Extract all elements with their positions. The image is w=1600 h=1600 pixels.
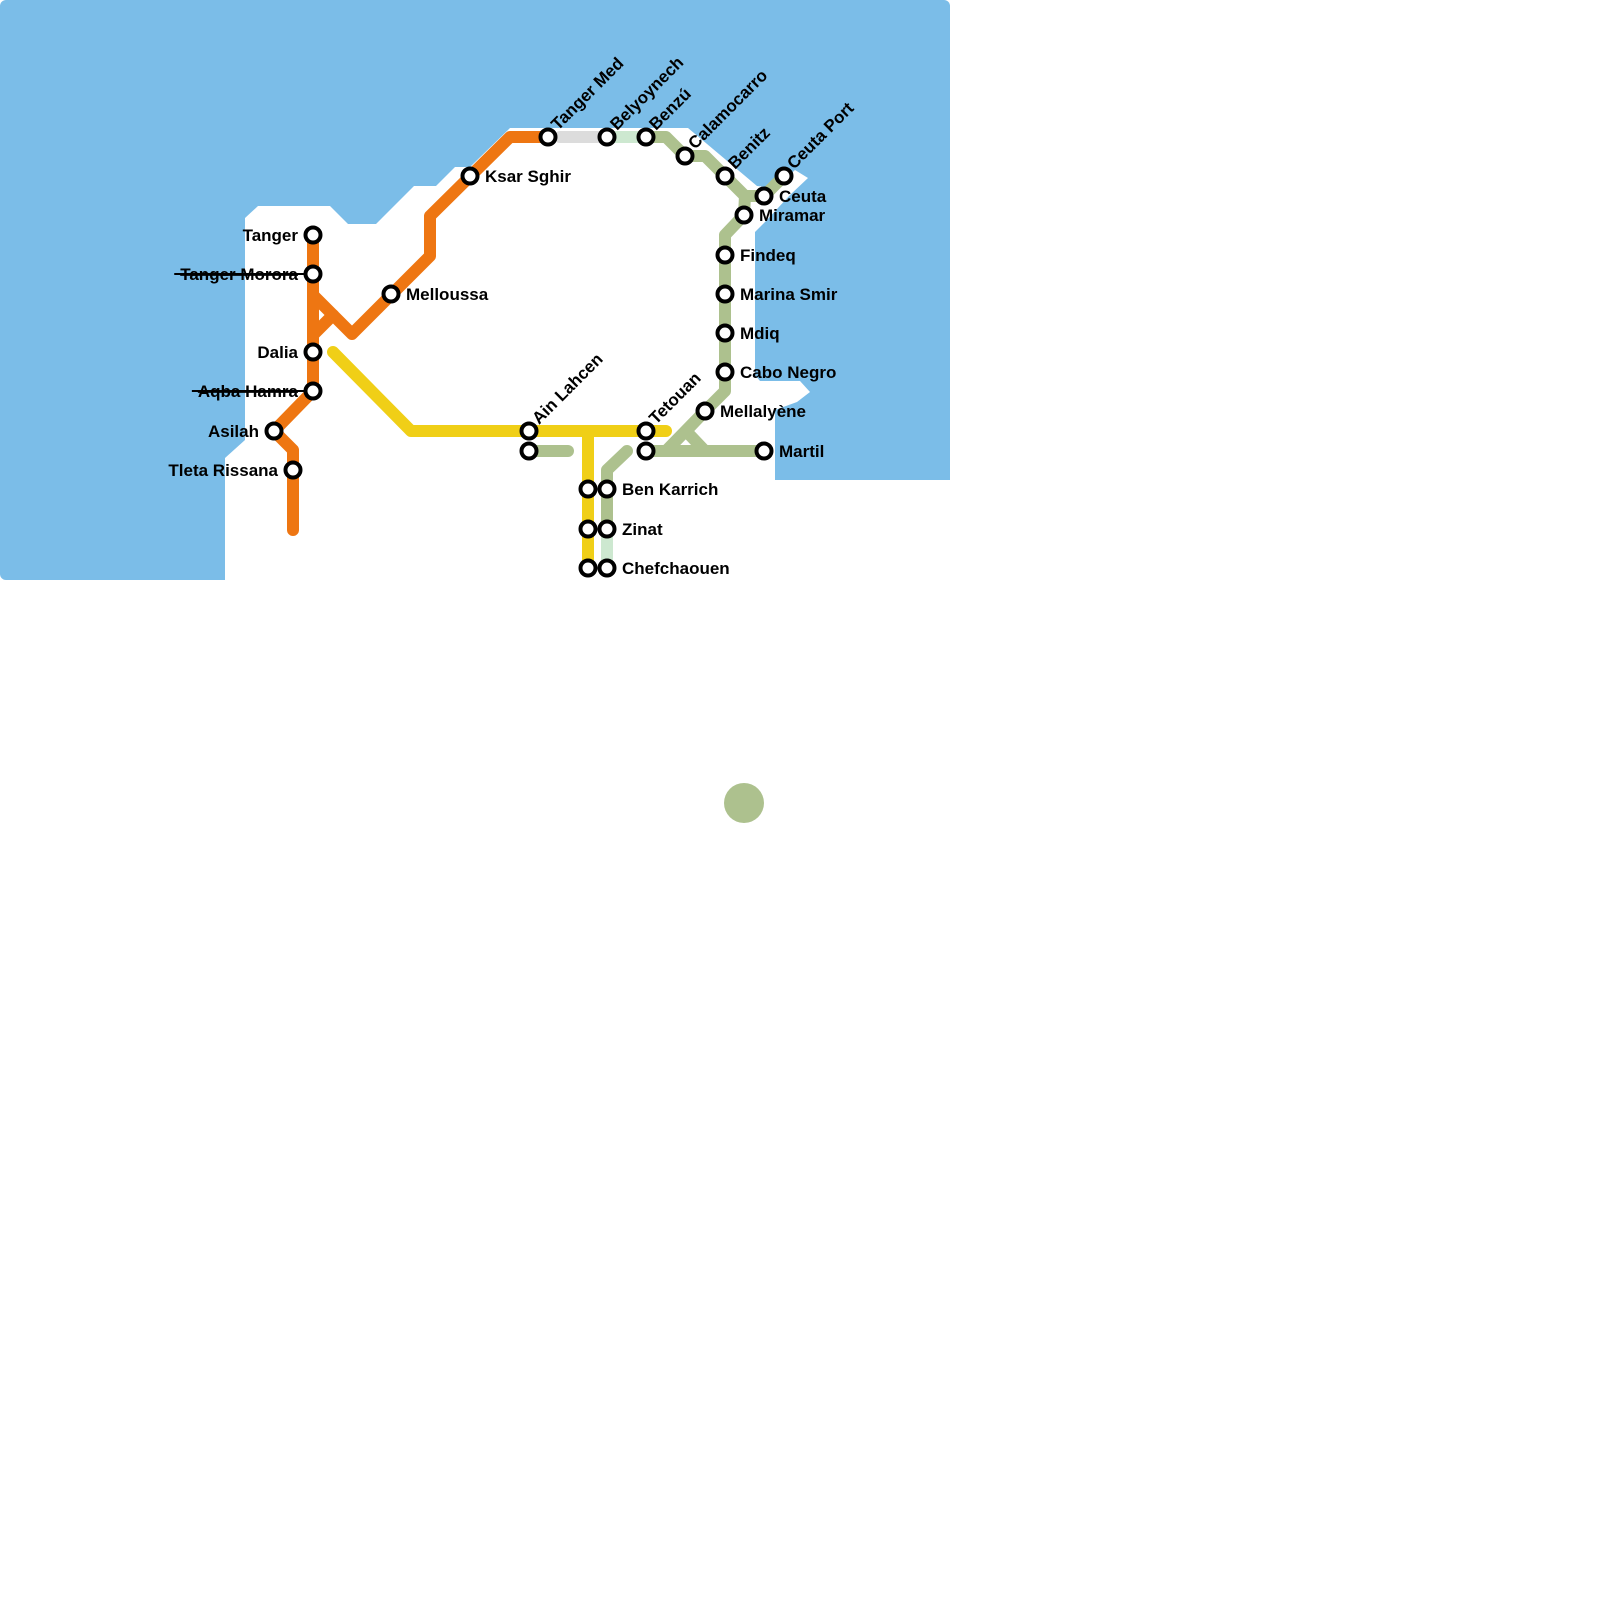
station-marker[interactable]	[303, 342, 323, 362]
station-marker[interactable]	[597, 519, 617, 539]
station-marker[interactable]	[636, 441, 656, 461]
station[interactable]: Zinat	[578, 519, 663, 539]
station-marker[interactable]	[715, 362, 735, 382]
legend-dot	[724, 783, 764, 823]
station[interactable]: Dalia	[257, 342, 323, 362]
station-marker[interactable]	[460, 166, 480, 186]
station[interactable]: Miramar	[734, 205, 826, 225]
station-marker[interactable]	[715, 245, 735, 265]
line-orange-link	[307, 309, 339, 341]
station-marker[interactable]	[675, 146, 695, 166]
station-label: Miramar	[759, 206, 826, 225]
station-marker[interactable]	[303, 264, 323, 284]
station-label: Asilah	[208, 422, 259, 441]
station-marker[interactable]	[636, 421, 656, 441]
station-marker[interactable]	[754, 441, 774, 461]
station-marker[interactable]	[303, 381, 323, 401]
station-marker[interactable]	[538, 127, 558, 147]
station-marker[interactable]	[597, 127, 617, 147]
station-marker[interactable]	[715, 284, 735, 304]
station-label: Mellalyène	[720, 402, 806, 421]
station[interactable]: Melloussa	[381, 284, 489, 304]
station-marker[interactable]	[264, 421, 284, 441]
station-label: Ksar Sghir	[485, 167, 571, 186]
station[interactable]: Ceuta	[754, 186, 827, 206]
station[interactable]: Chefchaouen	[578, 558, 730, 578]
line-yellow	[327, 346, 672, 437]
station-label: Marina Smir	[740, 285, 838, 304]
station[interactable]: Mdiq	[715, 323, 780, 343]
station-marker[interactable]	[381, 284, 401, 304]
station-marker[interactable]	[597, 479, 617, 499]
station-marker[interactable]	[578, 558, 598, 578]
station-label: Tanger	[243, 226, 299, 245]
station-marker[interactable]	[695, 401, 715, 421]
station-label: Ceuta	[779, 187, 827, 206]
station-marker[interactable]	[597, 558, 617, 578]
station-marker[interactable]	[519, 441, 539, 461]
station-label: Mdiq	[740, 324, 780, 343]
station[interactable]: Marina Smir	[715, 284, 838, 304]
page-margin	[950, 0, 1600, 1600]
station[interactable]: Ben Karrich	[578, 479, 719, 499]
station-marker[interactable]	[303, 225, 323, 245]
station[interactable]: Findeq	[715, 245, 796, 265]
station-marker[interactable]	[519, 421, 539, 441]
station[interactable]: Ksar Sghir	[460, 166, 572, 186]
station-marker[interactable]	[283, 460, 303, 480]
line-sage-chefchaouen	[601, 445, 633, 535]
station[interactable]: Martil	[754, 441, 825, 461]
station-marker[interactable]	[754, 186, 774, 206]
station-label: Dalia	[257, 343, 298, 362]
station-label: Cabo Negro	[740, 363, 836, 382]
station-label: Chefchaouen	[622, 559, 730, 578]
land	[0, 128, 960, 1600]
line-orange-branch	[307, 131, 554, 340]
station-marker[interactable]	[715, 323, 735, 343]
station[interactable]: Tleta Rissana	[168, 460, 303, 480]
station-label: Melloussa	[406, 285, 489, 304]
station-label: Ben Karrich	[622, 480, 718, 499]
station[interactable]: Tanger	[243, 225, 323, 245]
station-marker[interactable]	[636, 127, 656, 147]
station[interactable]: Cabo Negro	[715, 362, 837, 382]
station-marker[interactable]	[715, 166, 735, 186]
station-label: Tleta Rissana	[168, 461, 278, 480]
station-label: Martil	[779, 442, 824, 461]
station-marker[interactable]	[734, 205, 754, 225]
station[interactable]: Asilah	[208, 421, 284, 441]
station-label: Zinat	[622, 520, 663, 539]
station[interactable]: Mellalyène	[695, 401, 807, 421]
station-marker[interactable]	[774, 166, 794, 186]
station-marker[interactable]	[578, 519, 598, 539]
station-marker[interactable]	[578, 479, 598, 499]
station-label: Findeq	[740, 246, 796, 265]
